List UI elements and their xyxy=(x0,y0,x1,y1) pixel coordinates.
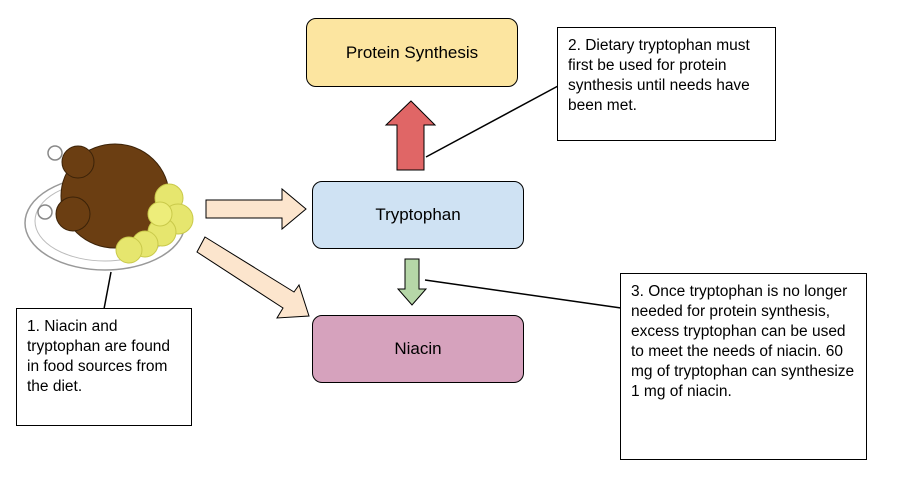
protein-synthesis-node: Protein Synthesis xyxy=(306,18,518,87)
tryptophan-node: Tryptophan xyxy=(312,181,524,249)
up-arrow-icon xyxy=(384,100,437,171)
note-1-connector xyxy=(103,271,112,310)
roast-chicken-plate-icon xyxy=(24,143,194,271)
niacin-node: Niacin xyxy=(312,315,524,383)
note-3-callout: 3. Once tryptophan is no longer needed f… xyxy=(620,273,867,460)
protein-synthesis-label: Protein Synthesis xyxy=(345,42,479,62)
note-2-callout: 2. Dietary tryptophan must first be used… xyxy=(557,27,776,141)
food-to-niacin-arrow-icon xyxy=(196,236,310,319)
tryptophan-label: Tryptophan xyxy=(375,205,461,224)
note-1-text: 1. Niacin and tryptophan are found in fo… xyxy=(27,318,171,395)
note-2-connector xyxy=(425,85,559,158)
niacin-label: Niacin xyxy=(394,339,442,358)
note-3-connector xyxy=(424,279,622,309)
note-3-text: 3. Once tryptophan is no longer needed f… xyxy=(631,283,855,400)
note-2-text: 2. Dietary tryptophan must first be used… xyxy=(568,37,750,114)
food-to-tryptophan-arrow-icon xyxy=(205,187,307,231)
down-arrow-icon xyxy=(396,258,428,306)
note-1-callout: 1. Niacin and tryptophan are found in fo… xyxy=(16,308,192,426)
